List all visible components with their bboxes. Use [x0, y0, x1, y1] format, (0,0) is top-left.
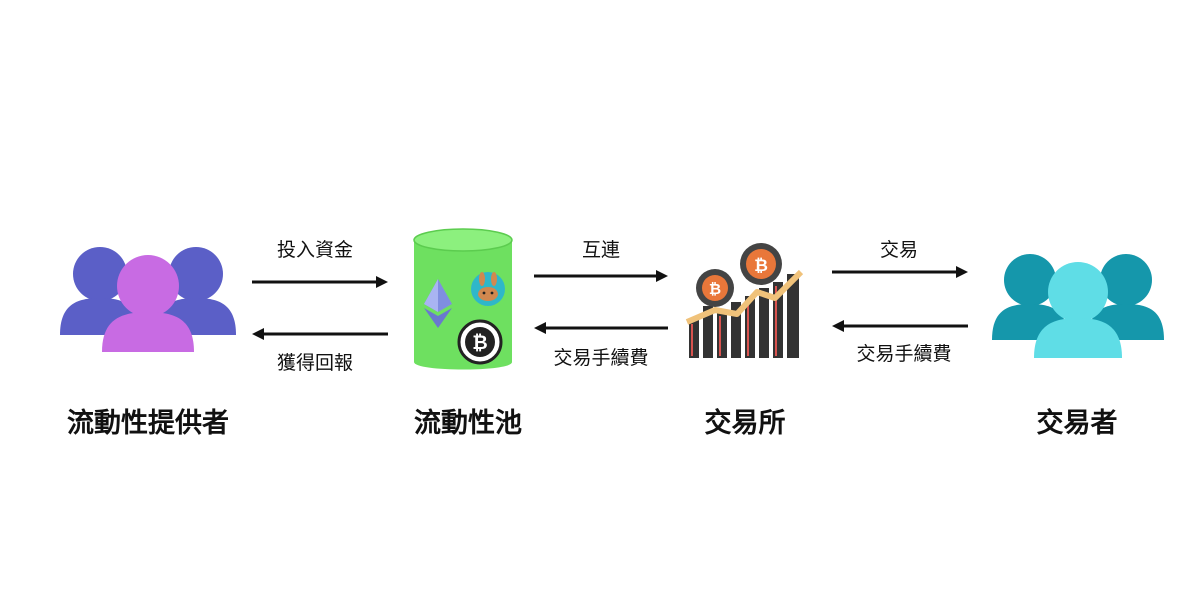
edge-label-trade: 交易 [879, 239, 918, 261]
node-label-liquidity-providers: 流動性提供者 [67, 408, 229, 439]
trader-back-left-head [1004, 254, 1056, 306]
provider-front-head [117, 255, 179, 317]
pancakeswap-icon [471, 272, 505, 306]
pool-cylinder-top [413, 228, 513, 252]
trader-front-head [1048, 262, 1108, 322]
bitcoin-icon: ₿ [457, 319, 503, 365]
edge-label-receive-returns: 獲得回報 [276, 352, 353, 374]
svg-text:₿: ₿ [709, 280, 721, 298]
exchange-bar-chart [689, 274, 799, 358]
edge-label-pool-trading-fee: 交易手續費 [553, 347, 649, 369]
arrow-pool-to-exchange [534, 270, 668, 282]
exchange-trend-line [685, 269, 804, 325]
coin-right-icon: ₿ [740, 243, 782, 285]
arrow-traders-to-exchange [832, 320, 968, 332]
edge-label-interconnect: 互連 [581, 239, 620, 261]
arrow-exchange-to-pool [534, 322, 668, 334]
edge-label-trader-trading-fee: 交易手續費 [856, 343, 952, 365]
trader-back-right-head [1100, 254, 1152, 306]
traders-icon [992, 254, 1164, 358]
node-label-liquidity-pool: 流動性池 [414, 408, 522, 439]
liquidity-providers-icon [60, 247, 236, 352]
ethereum-icon [424, 279, 452, 328]
arrow-exchange-to-traders [832, 266, 968, 278]
liquidity-pool-icon: ₿ [413, 228, 513, 370]
svg-text:₿: ₿ [472, 332, 487, 354]
arrow-pool-to-providers [252, 328, 388, 340]
provider-front-body [102, 312, 194, 352]
exchange-icon: ₿ ₿ [685, 243, 804, 358]
node-label-exchange: 交易所 [704, 408, 786, 439]
provider-back-right-head [169, 247, 223, 301]
edge-label-invest-funds: 投入資金 [276, 239, 353, 261]
provider-back-left-head [73, 247, 127, 301]
svg-text:₿: ₿ [754, 256, 768, 276]
arrow-providers-to-pool [252, 276, 388, 288]
node-label-traders: 交易者 [1036, 408, 1118, 439]
trader-front-body [1034, 318, 1122, 358]
coin-left-icon: ₿ [696, 269, 734, 307]
